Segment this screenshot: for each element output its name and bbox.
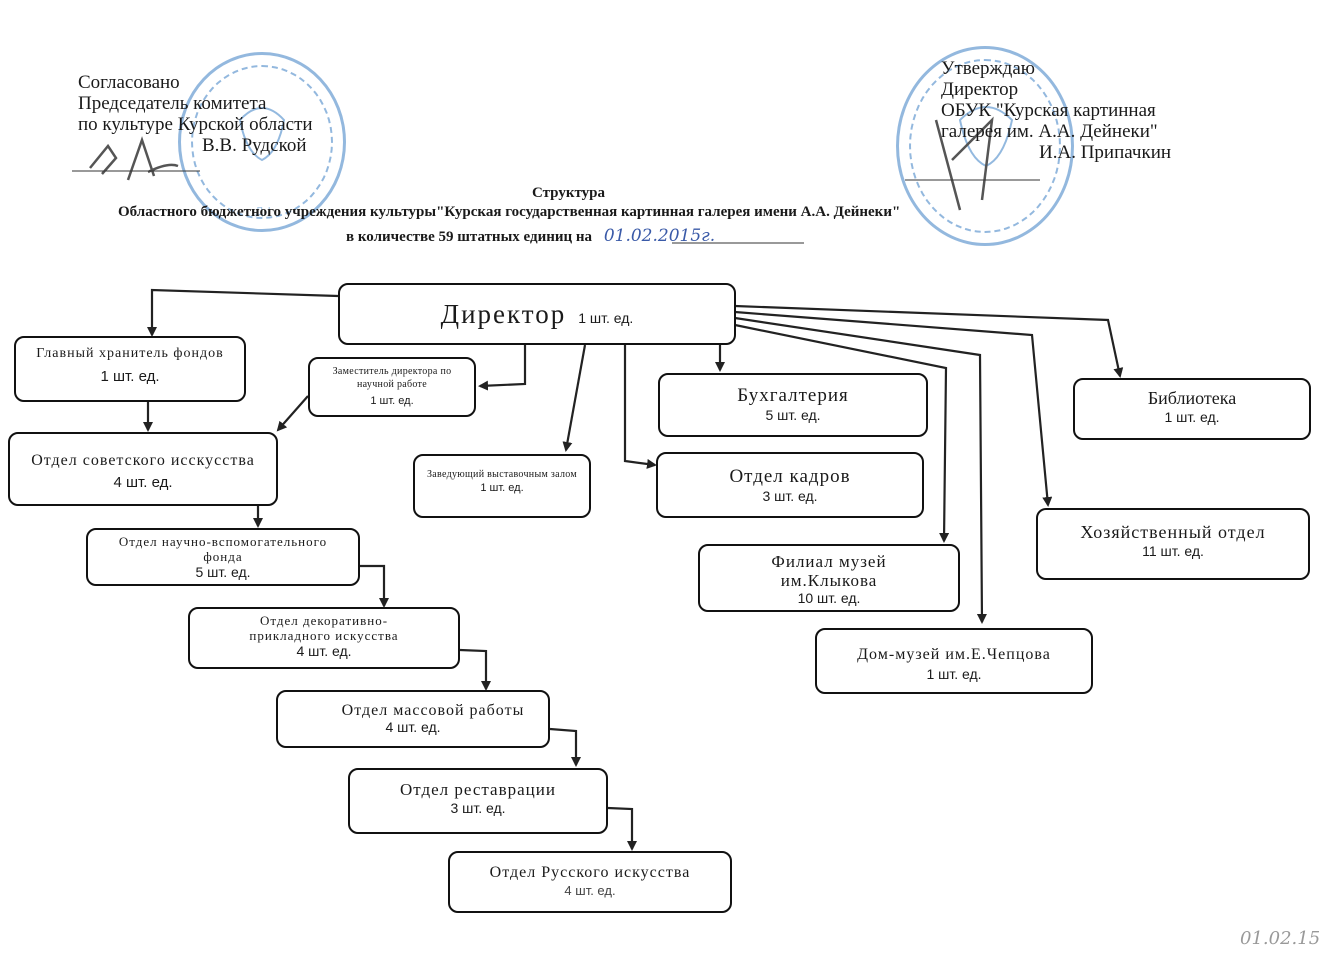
corner-date: 01.02.15	[1240, 928, 1319, 949]
node-name: Отдел кадров	[729, 466, 851, 487]
node-count: 5 шт. ед.	[195, 564, 251, 580]
node-exhibition-head: Заведующий выставочным залом 1 шт. ед.	[413, 454, 591, 518]
edge-director-household	[734, 310, 1053, 507]
node-name: Заведующий выставочным залом	[426, 469, 578, 480]
node-chepcov-house: Дом-музей им.Е.Чепцова 1 шт. ед.	[815, 628, 1093, 694]
node-soviet-art: Отдел советского исскусства 4 шт. ед.	[8, 432, 278, 506]
edge-deputy-soviet	[276, 395, 309, 432]
approval-right-line: галерея им. А.А. Дейнеки"	[941, 121, 1158, 142]
node-count: 11 шт. ед.	[1142, 543, 1204, 559]
signature-right	[934, 116, 994, 211]
edge-sci-decor	[360, 564, 389, 608]
approval-right-line: ОБУК "Курская картинная	[941, 100, 1156, 121]
node-count: 1 шт. ед.	[100, 368, 160, 385]
node-count: 4 шт. ед.	[113, 474, 173, 491]
node-name: Отдел научно-вспомогательного фонда	[118, 534, 328, 564]
approval-left-line: Председатель комитета	[78, 93, 267, 114]
approval-left-line: Согласовано	[78, 72, 180, 93]
edge-restoration-russian	[607, 806, 637, 851]
node-name: Хозяйственный отдел	[1080, 522, 1266, 542]
node-klykov-branch: Филиал музей им.Клыкова 10 шт. ед.	[698, 544, 960, 612]
node-name: Отдел массовой работы	[341, 702, 525, 719]
approval-left-line: по культуре Курской области	[78, 114, 313, 135]
node-name: Библиотека	[1147, 388, 1237, 408]
signature-left	[89, 136, 179, 181]
node-restoration: Отдел реставрации 3 шт. ед.	[348, 768, 608, 834]
approval-left: Согласовано Председатель комитета по кул…	[78, 72, 313, 156]
node-name: Дом-музей им.Е.Чепцова	[857, 646, 1051, 663]
stamp-left: Д-I	[178, 52, 346, 232]
node-decor-applied: Отдел декоративно-прикладного искусства …	[188, 607, 460, 669]
approval-right-signatory: И.А. Припачкин	[1039, 142, 1172, 163]
edge-director-chief-curator	[147, 288, 339, 337]
node-name: Отдел декоративно-прикладного искусства	[249, 613, 399, 643]
edge-director-library	[734, 304, 1124, 378]
document-count-line: в количестве 59 штатных единиц на 01.02.…	[346, 226, 715, 246]
node-name: Бухгалтерия	[737, 385, 849, 406]
node-name: Филиал музей им.Клыкова	[771, 552, 887, 590]
approval-right: Утверждаю Директор ОБУК "Курская картинн…	[941, 58, 1171, 163]
node-name: Заместитель директора по научной работе	[332, 366, 452, 390]
node-deputy-science: Заместитель директора по научной работе …	[308, 357, 476, 417]
node-mass-work: Отдел массовой работы 4 шт. ед.	[276, 690, 550, 748]
node-director: Директор 1 шт. ед.	[338, 283, 736, 345]
node-name: Отдел Русского искусства	[489, 864, 691, 881]
director-name: Директор	[440, 299, 567, 329]
node-count: 3 шт. ед.	[762, 488, 818, 504]
stamp-right	[896, 46, 1074, 246]
edge-director-klykov	[734, 323, 950, 543]
node-count: 3 шт. ед.	[450, 800, 506, 816]
edge-director-hr	[623, 345, 657, 469]
node-count: 4 шт. ед.	[296, 643, 352, 659]
node-count: 1 шт. ед.	[1164, 409, 1220, 425]
node-count: 1 шт. ед.	[926, 666, 982, 682]
node-name: Отдел реставрации	[400, 780, 556, 799]
node-hr: Отдел кадров 3 шт. ед.	[656, 452, 924, 518]
edge-director-deputy	[478, 345, 527, 391]
approval-right-line: Директор	[941, 79, 1019, 100]
node-name: Отдел советского исскусства	[31, 452, 255, 469]
document-title: Структура	[532, 185, 605, 201]
node-count: 10 шт. ед.	[797, 590, 861, 606]
node-count: 4 шт. ед.	[564, 883, 616, 898]
director-count: 1 шт. ед.	[578, 310, 634, 326]
edge-director-exhibition	[562, 344, 587, 452]
node-library: Библиотека 1 шт. ед.	[1073, 378, 1311, 440]
node-count: 1 шт. ед.	[480, 482, 524, 494]
node-russian-art: Отдел Русского искусства 4 шт. ед.	[448, 851, 732, 913]
eagle-icon-left	[238, 107, 286, 162]
node-count: 1 шт. ед.	[370, 395, 414, 407]
handwritten-date: 01.02.2015г.	[603, 226, 716, 246]
node-count: 5 шт. ед.	[765, 407, 821, 423]
edge-decor-mass	[459, 648, 491, 691]
node-sci-aux-fund: Отдел научно-вспомогательного фонда 5 шт…	[86, 528, 360, 586]
node-household: Хозяйственный отдел 11 шт. ед.	[1036, 508, 1310, 580]
edge-director-chepcov	[734, 316, 987, 624]
approval-left-signatory: В.В. Рудской	[202, 135, 307, 156]
document-subtitle: Областного бюджетного учреждения культур…	[118, 204, 901, 220]
node-chief-curator: Главный хранитель фондов 1 шт. ед.	[14, 336, 246, 402]
node-name: Главный хранитель фондов	[36, 346, 224, 361]
edge-mass-restoration	[549, 727, 581, 767]
count-line-text: в количестве 59 штатных единиц на	[346, 229, 593, 245]
approval-right-line: Утверждаю	[941, 58, 1035, 79]
node-count: 4 шт. ед.	[385, 719, 441, 735]
eagle-icon-right	[958, 106, 1014, 168]
node-accounting: Бухгалтерия 5 шт. ед.	[658, 373, 928, 437]
